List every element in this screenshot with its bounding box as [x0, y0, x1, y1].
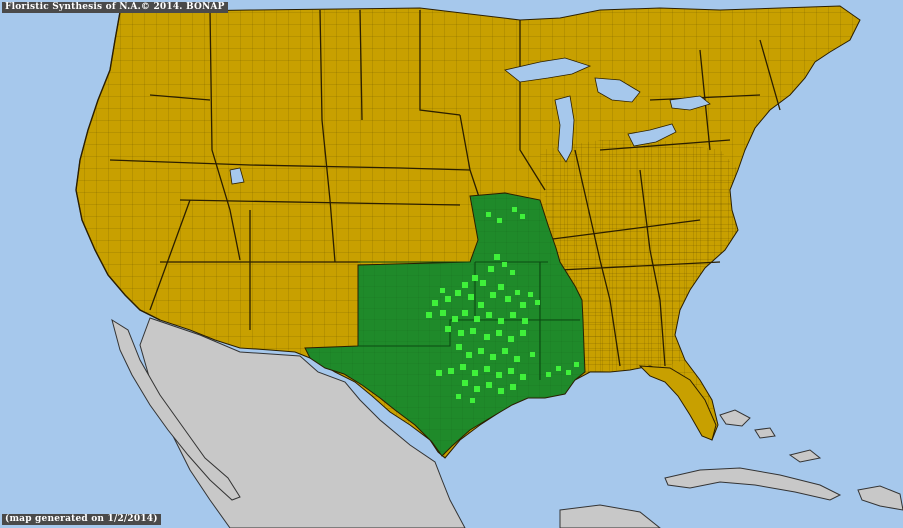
- mexico-region: [111, 317, 661, 528]
- map-date-label: (map generated on 1/2/2014): [2, 514, 161, 525]
- coastline: [75, 11, 161, 321]
- species-occurrence-counties: [426, 207, 579, 403]
- copyright-label: Floristic Synthesis of N.A.© 2014. BONAP: [2, 2, 228, 13]
- species-present-states: [304, 192, 586, 457]
- state-borders: [109, 9, 781, 367]
- great-lakes: [229, 57, 711, 185]
- caribbean-islands: [664, 409, 903, 511]
